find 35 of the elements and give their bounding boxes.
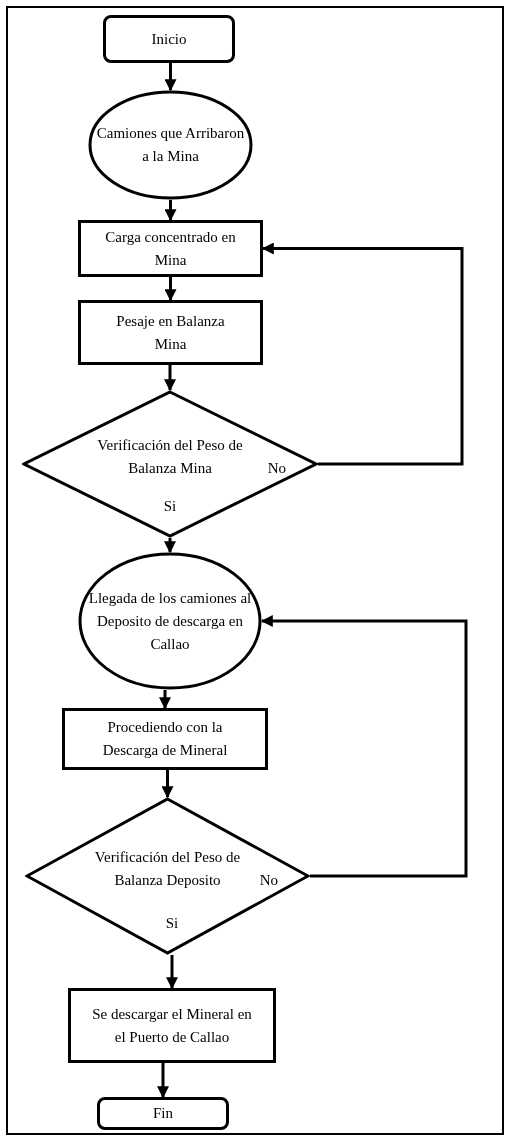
arrow <box>164 538 176 554</box>
process-box <box>62 708 268 770</box>
arrow <box>161 770 174 799</box>
arrow <box>164 200 177 222</box>
node-text: Procediendo con la Descarga de Mineral <box>101 718 229 760</box>
arrow <box>164 277 177 302</box>
edge-label: Si <box>162 497 178 516</box>
process-ellipse <box>78 552 262 690</box>
node-text: Llegada de los camiones al Deposito de descarga en Callao <box>87 588 253 654</box>
node-text: Pesaje en Balanza Mina <box>115 311 226 354</box>
terminal-box <box>103 15 235 63</box>
node-text: Se descargar el Mineral en el Puerto de Callao <box>92 1004 252 1047</box>
process-box <box>68 988 276 1063</box>
node-text: Inicio <box>151 29 187 49</box>
process-box <box>78 220 263 277</box>
arrow <box>261 242 464 466</box>
arrow <box>166 955 178 990</box>
arrow <box>164 63 177 92</box>
decision-diamond <box>25 797 310 955</box>
node-text: Carga concentrado en Mina <box>104 227 237 270</box>
terminal-box <box>97 1097 229 1130</box>
arrow <box>159 690 171 710</box>
edge-label: Si <box>164 914 180 933</box>
node-text: Camiones que Arribaron a la Mina <box>95 124 246 166</box>
arrow <box>164 365 176 392</box>
arrow <box>157 1063 169 1099</box>
arrow <box>260 615 468 878</box>
edge-label: No <box>258 871 278 890</box>
edge-label: No <box>266 459 286 478</box>
process-ellipse <box>88 90 253 200</box>
node-text: Verificación del Peso de Balanza Deposito <box>93 848 242 890</box>
decision-diamond <box>22 390 318 538</box>
node-text: Fin <box>153 1104 173 1123</box>
process-box <box>78 300 263 365</box>
node-text: Verificación del Peso de Balanza Mina <box>96 436 244 478</box>
